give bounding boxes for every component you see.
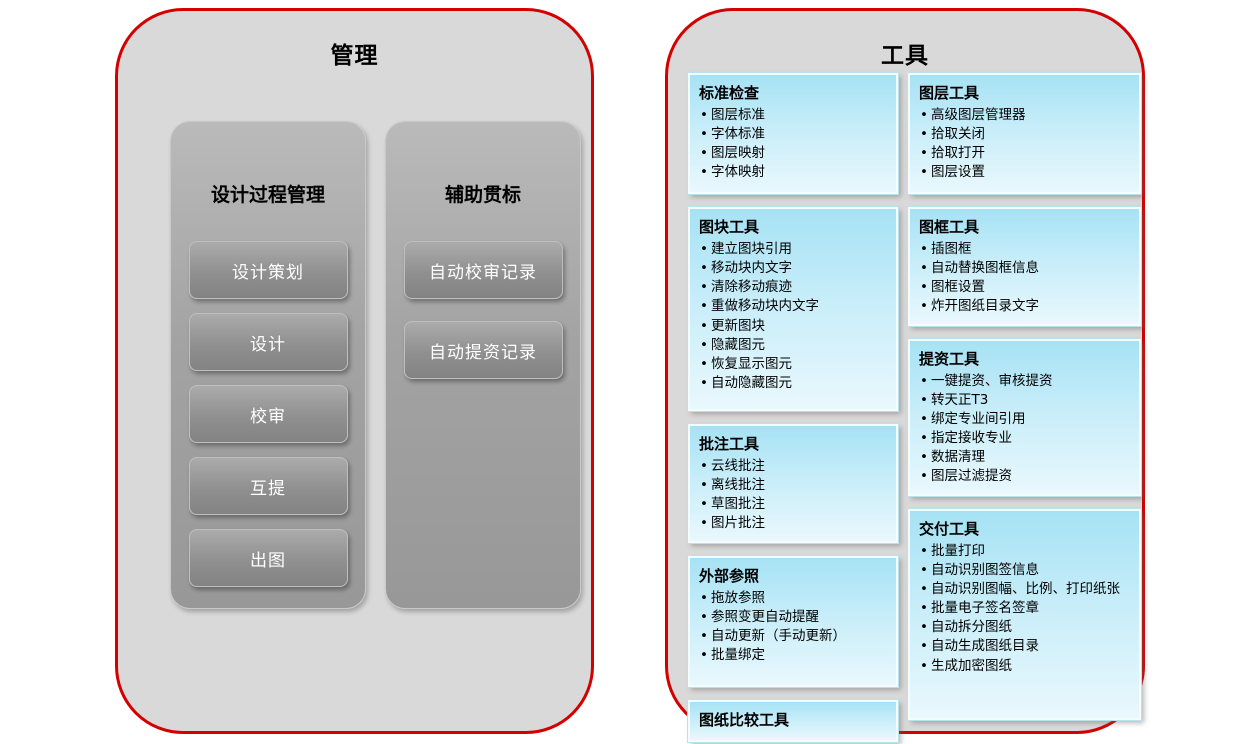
button-design-planning: 设计策划 — [188, 241, 348, 299]
toolbox-item-list: 高级图层管理器拾取关闭拾取打开图层设置 — [918, 106, 1132, 183]
tool-item: 字体标准 — [700, 125, 889, 144]
toolbox-item-list: 插图框自动替换图框信息图框设置炸开图纸目录文字 — [918, 240, 1132, 317]
toolbox-frame-tools: 图框工具 插图框自动替换图框信息图框设置炸开图纸目录文字 — [907, 206, 1142, 327]
button-plot-output: 出图 — [188, 529, 348, 587]
tool-item: 自动隐藏图元 — [700, 374, 889, 393]
toolbox-layer-tools: 图层工具 高级图层管理器拾取关闭拾取打开图层设置 — [907, 72, 1142, 195]
tool-item: 图框设置 — [920, 278, 1132, 297]
tool-item: 转天正T3 — [920, 391, 1132, 410]
tool-item: 云线批注 — [700, 457, 889, 476]
toolbox-annotation-tools: 批注工具 云线批注离线批注草图批注图片批注 — [687, 423, 899, 544]
tool-item: 参照变更自动提醒 — [700, 608, 889, 627]
tool-item: 拾取打开 — [920, 144, 1132, 163]
tools-column-right: 图层工具 高级图层管理器拾取关闭拾取打开图层设置 图框工具 插图框自动替换图框信… — [907, 72, 1142, 721]
toolbox-drawing-compare: 图纸比较工具 — [687, 698, 899, 743]
tool-item: 隐藏图元 — [700, 336, 889, 355]
tool-item: 图层映射 — [700, 144, 889, 163]
toolbox-title: 交付工具 — [919, 519, 980, 538]
tool-item: 批量电子签名签章 — [920, 599, 1132, 618]
toolbox-title: 图块工具 — [699, 218, 760, 236]
toolbox-item-list: 批量打印自动识别图签信息自动识别图幅、比例、打印纸张批量电子签名签章自动拆分图纸… — [918, 542, 1132, 676]
tool-item: 批量打印 — [920, 542, 1132, 561]
tool-item: 自动替换图框信息 — [920, 259, 1132, 278]
tool-item: 重做移动块内文字 — [700, 297, 889, 316]
management-panel: 管理 设计过程管理 设计策划 设计 校审 互提 出图 辅助贯标 自动校审记录 自… — [115, 8, 594, 734]
button-design: 设计 — [188, 313, 348, 371]
management-panel-title: 管理 — [330, 43, 379, 69]
toolbox-item-list: 建立图块引用移动块内文字清除移动痕迹重做移动块内文字更新图块隐藏图元恢复显示图元… — [698, 240, 889, 393]
tool-item: 高级图层管理器 — [920, 106, 1132, 125]
tool-item: 图片批注 — [700, 514, 889, 533]
tool-item: 离线批注 — [700, 476, 889, 495]
tools-panel: 工具 标准检查 图层标准字体标准图层映射字体映射 图块工具 建立图块引用移动块内… — [665, 8, 1145, 743]
toolbox-external-reference: 外部参照 拖放参照参照变更自动提醒自动更新（手动更新）批量绑定 — [687, 554, 899, 688]
tool-item: 插图框 — [920, 240, 1132, 259]
toolbox-item-list: 云线批注离线批注草图批注图片批注 — [698, 457, 889, 534]
tool-item: 移动块内文字 — [700, 259, 889, 278]
tool-item: 草图批注 — [700, 495, 889, 514]
tool-item: 批量绑定 — [700, 646, 889, 665]
tool-item: 炸开图纸目录文字 — [920, 297, 1132, 316]
toolbox-title: 图层工具 — [919, 84, 980, 102]
tool-item: 清除移动痕迹 — [700, 278, 889, 297]
tool-item: 自动识别图幅、比例、打印纸张 — [920, 580, 1132, 599]
design-process-group-title: 设计过程管理 — [210, 184, 325, 206]
tool-item: 更新图块 — [700, 317, 889, 336]
tools-column-left: 标准检查 图层标准字体标准图层映射字体映射 图块工具 建立图块引用移动块内文字清… — [687, 72, 899, 743]
tool-item: 拖放参照 — [700, 589, 889, 608]
button-mutual-submit: 互提 — [188, 457, 348, 515]
tools-panel-title: 工具 — [881, 43, 929, 69]
toolbox-block-tools: 图块工具 建立图块引用移动块内文字清除移动痕迹重做移动块内文字更新图块隐藏图元恢… — [687, 206, 899, 412]
tool-item: 恢复显示图元 — [700, 355, 889, 374]
toolbox-delivery-tools: 交付工具 批量打印自动识别图签信息自动识别图幅、比例、打印纸张批量电子签名签章自… — [907, 507, 1142, 721]
toolbox-title: 批注工具 — [699, 435, 760, 453]
button-auto-review-record: 自动校审记录 — [403, 241, 563, 299]
tool-item: 自动识别图签信息 — [920, 561, 1132, 580]
button-auto-submission-record: 自动提资记录 — [403, 321, 563, 379]
toolbox-title: 外部参照 — [699, 566, 760, 585]
tool-item: 指定接收专业 — [920, 429, 1132, 448]
tool-item: 生成加密图纸 — [920, 657, 1132, 676]
tool-item: 拾取关闭 — [920, 125, 1132, 144]
tool-item: 图层标准 — [700, 106, 889, 125]
auxiliary-standards-buttons: 自动校审记录 自动提资记录 — [386, 241, 580, 379]
tool-item: 自动生成图纸目录 — [920, 637, 1132, 656]
button-review: 校审 — [188, 385, 348, 443]
toolbox-item-list: 一键提资、审核提资转天正T3绑定专业间引用指定接收专业数据清理图层过滤提资 — [918, 372, 1132, 487]
tool-item: 图层设置 — [920, 163, 1132, 182]
auxiliary-standards-group: 辅助贯标 自动校审记录 自动提资记录 — [385, 121, 581, 609]
toolbox-title: 图框工具 — [919, 218, 980, 236]
auxiliary-standards-group-title: 辅助贯标 — [444, 184, 521, 206]
design-process-buttons: 设计策划 设计 校审 互提 出图 — [171, 241, 365, 587]
toolbox-item-list: 拖放参照参照变更自动提醒自动更新（手动更新）批量绑定 — [698, 589, 889, 666]
design-process-group: 设计过程管理 设计策划 设计 校审 互提 出图 — [170, 121, 366, 609]
toolbox-title: 图纸比较工具 — [699, 710, 790, 729]
tool-item: 图层过滤提资 — [920, 467, 1132, 486]
tool-item: 建立图块引用 — [700, 240, 889, 259]
tool-item: 字体映射 — [700, 163, 889, 182]
toolbox-title: 标准检查 — [699, 84, 760, 102]
toolbox-submission-tools: 提资工具 一键提资、审核提资转天正T3绑定专业间引用指定接收专业数据清理图层过滤… — [907, 337, 1142, 497]
tool-item: 自动拆分图纸 — [920, 618, 1132, 637]
tool-item: 自动更新（手动更新） — [700, 627, 889, 646]
toolbox-item-list: 图层标准字体标准图层映射字体映射 — [698, 106, 889, 183]
toolbox-title: 提资工具 — [919, 349, 980, 368]
toolbox-standard-check: 标准检查 图层标准字体标准图层映射字体映射 — [687, 72, 899, 195]
tool-item: 数据清理 — [920, 448, 1132, 467]
tool-item: 一键提资、审核提资 — [920, 372, 1132, 391]
tool-item: 绑定专业间引用 — [920, 410, 1132, 429]
